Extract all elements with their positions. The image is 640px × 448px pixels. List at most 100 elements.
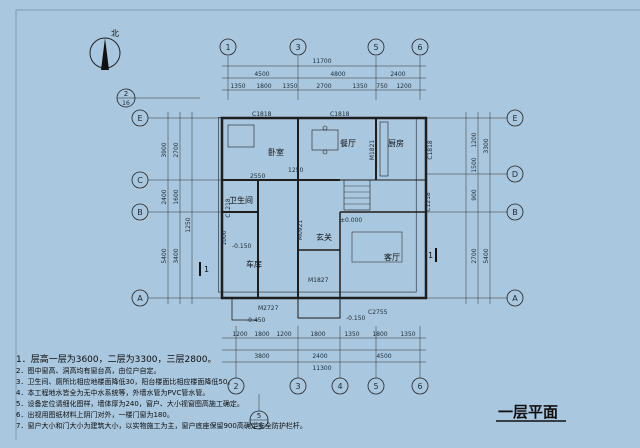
cut-marks: 1 1 [199, 248, 437, 276]
axis-left-A: A [137, 294, 143, 303]
dim-top-sub-2: 1350 [282, 83, 297, 90]
axis-left-E: E [137, 114, 142, 123]
grid-axes-bottom: 2 3 4 5 6 [227, 326, 429, 395]
code-c1818-b: C1818 [330, 111, 350, 118]
dim-right-5400: 5400 [483, 248, 490, 263]
dim-left-3900: 3900 [161, 142, 168, 157]
room-labels: 卧室 餐厅 厨房 卫生间 玄关 车库 客厅 [229, 138, 404, 269]
grid-axes-right: E D B A 3300 5400 1200 1500 900 2700 [426, 109, 524, 307]
north-label: 北 [111, 29, 119, 38]
dim-top-sub-6: 1200 [396, 83, 411, 90]
cut-mark-right: 1 [428, 251, 433, 260]
dim-bot-3800: 3800 [254, 353, 269, 360]
drawing-title-block: 一层平面 [496, 403, 566, 422]
dim-right-3300: 3300 [483, 138, 490, 153]
axis-right-B: B [512, 208, 518, 217]
north-arrow-icon [101, 38, 109, 70]
dim-bot-sub-0: 1200 [232, 331, 247, 338]
room-garage: 车库 [246, 259, 262, 269]
code-m1827: M1827 [308, 277, 329, 284]
dim-1000: 1000 [221, 230, 228, 245]
level-d: -0.150 [346, 315, 366, 322]
bottom-dimensions: 1200 1800 1200 1800 1350 1800 1350 3800 … [222, 331, 426, 372]
section-mark-num-2: 5 [257, 412, 261, 420]
axis-bottom-2: 2 [233, 382, 238, 391]
dim-top-sub-4: 1350 [352, 83, 367, 90]
drawing-title: 一层平面 [498, 403, 558, 421]
dim-right-in-1: 1500 [471, 157, 478, 172]
dim-bot-sub-5: 1800 [372, 331, 387, 338]
north-arrow: 北 [89, 29, 121, 70]
section-mark-num: 2 [124, 90, 128, 98]
room-dining: 餐厅 [340, 139, 356, 148]
dim-right-in-0: 1200 [471, 132, 478, 147]
dim-top-2400: 2400 [390, 71, 405, 78]
dim-1250: 1250 [288, 167, 303, 174]
axis-right-E: E [512, 114, 517, 123]
note-5: 5．设备定位请细化图样，墙体厚为240，窗户、大小视窗图高施工确定。 [16, 400, 244, 408]
note-3: 3．卫生间、厕所比相应地楼面降低30，阳台楼面比相应楼面降低50。 [16, 378, 235, 386]
axis-right-A: A [512, 294, 518, 303]
note-7: 7．窗户大小和门大小为建筑大小，以实物施工为主，窗户底座保留900高确定安全防护… [16, 422, 307, 430]
floor-plan-walls [218, 116, 428, 321]
grid-axes-left: E C B A [131, 109, 222, 307]
dim-right-in-3: 2700 [471, 248, 478, 263]
section-mark-den-2: 16 [255, 422, 263, 429]
dim-left-in-2: 1250 [185, 217, 192, 232]
grid-axes-top: 1 3 5 6 [219, 38, 429, 100]
dim-bot-sub-2: 1200 [276, 331, 291, 338]
dim-top-sub-1: 1800 [256, 83, 271, 90]
code-c1218-a: C1218 [225, 198, 232, 218]
dim-bot-total: 11300 [312, 365, 331, 372]
level-b: -0.150 [232, 243, 252, 250]
dim-top-sub-3: 2700 [316, 83, 331, 90]
room-entry: 玄关 [316, 232, 332, 242]
room-bath: 卫生间 [229, 195, 253, 205]
dim-left-2400: 2400 [161, 189, 168, 204]
note-1: 1．层高一层为3600，二层为3300，三层2800。 [16, 355, 217, 365]
dim-top-4800: 4800 [330, 71, 345, 78]
dim-top-total: 11700 [312, 58, 331, 65]
axis-right-D: D [512, 170, 518, 179]
axis-bottom-6: 6 [417, 382, 422, 391]
level-a: ±0.000 [340, 217, 362, 224]
room-living: 客厅 [384, 252, 400, 262]
axis-left-C: C [137, 176, 143, 185]
room-bedroom: 卧室 [268, 147, 284, 157]
axis-top-6: 6 [417, 43, 422, 52]
axis-top-5: 5 [373, 43, 378, 52]
dim-right-in-2: 900 [471, 189, 478, 201]
dim-bot-sub-3: 1800 [310, 331, 325, 338]
code-m0921: M0921 [297, 220, 304, 241]
dim-left-in-3: 3400 [173, 248, 180, 263]
dim-top-sub-5: 750 [376, 83, 388, 90]
axis-bottom-4: 4 [337, 382, 342, 391]
axis-top-1: 1 [225, 43, 230, 52]
dim-bot-4500: 4500 [376, 353, 391, 360]
dim-2550: 2550 [250, 173, 265, 180]
note-4: 4．本工程地水皆全为无中水系统等，外墙水管为PVC管水管。 [16, 389, 210, 397]
cut-mark-left: 1 [204, 265, 209, 274]
code-c1818-c: C1818 [427, 140, 434, 160]
dim-left-5400: 5400 [161, 248, 168, 263]
axis-left-B: B [137, 208, 143, 217]
dim-bot-2400: 2400 [312, 353, 327, 360]
opening-codes: C1818 C1818 C1818 C1218 C1218 M0921 M182… [225, 111, 434, 316]
axis-top-3: 3 [295, 43, 300, 52]
note-2: 2．图中窗高、洞高均有窗台高，由位户自定。 [16, 367, 161, 375]
elevation-marks: ±0.000 -0.150 -0.450 -0.150 2550 1250 10… [221, 167, 366, 324]
dim-top-4500: 4500 [254, 71, 269, 78]
top-dimensions: 11700 4500 4800 2400 1350 1800 1350 2700… [222, 58, 426, 91]
dim-bot-sub-6: 1350 [400, 331, 415, 338]
room-kitchen: 厨房 [388, 138, 404, 148]
left-dimensions: 3900 2400 5400 2700 1600 1250 3400 [161, 142, 192, 263]
code-m1821: M1821 [369, 140, 376, 161]
dim-left-in-1: 1600 [173, 189, 180, 204]
dim-left-in-0: 2700 [173, 142, 180, 157]
axis-bottom-5: 5 [373, 382, 378, 391]
section-mark-5-16: 5 16 [249, 394, 269, 430]
section-mark-den: 16 [122, 100, 130, 107]
section-mark-2-16: 2 16 [116, 88, 200, 108]
